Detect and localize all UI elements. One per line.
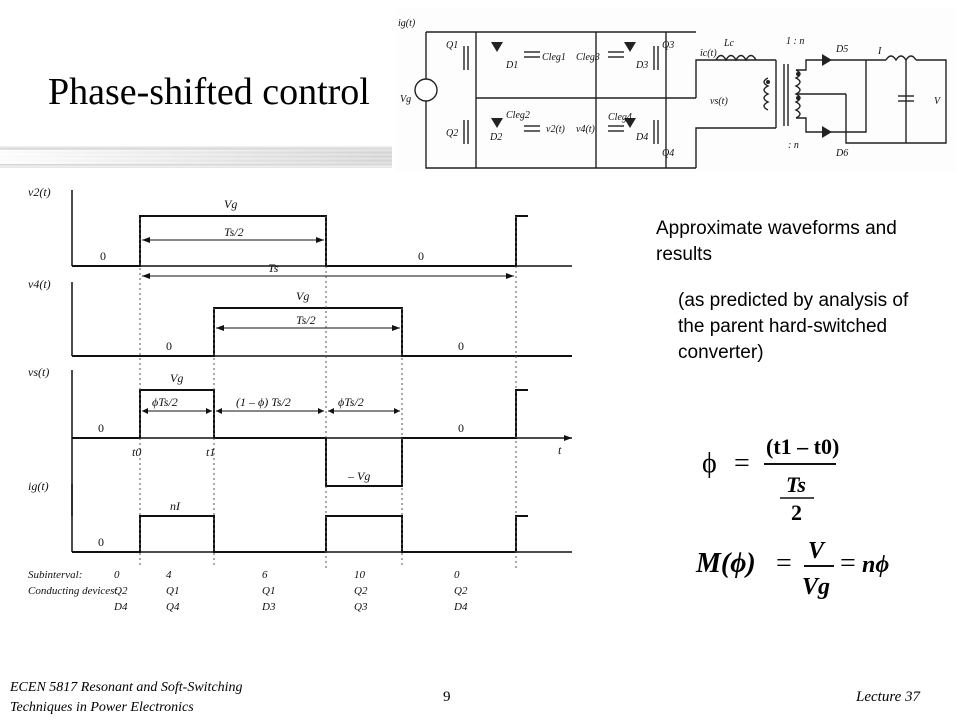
equation-m-frac-bottom: Vg [802,574,830,600]
circuit-label-q4: Q4 [662,148,674,159]
waveform-vs-zero-1: 0 [98,421,104,435]
table-subinterval-4: 0 [454,569,460,581]
waveform-label-v4: v4(t) [28,277,51,291]
circuit-label-d5: D5 [835,44,848,55]
waveform-v4-zero-1: 0 [166,339,172,353]
svg-text:=: = [840,548,856,579]
table-device-bottom-3: Q3 [354,601,368,613]
svg-text:=: = [734,448,750,479]
waveform-label-vs: vs(t) [28,365,49,379]
lecture-label: Lecture 37 [856,689,921,705]
waveform-ig-ni: nI [170,499,181,513]
note-text: (as predicted by analysis of the parent … [678,290,909,363]
slide-title: Phase-shifted control [48,71,370,113]
svg-text:=: = [776,548,792,579]
footer-course-line2: Techniques in Power Electronics [10,700,194,715]
table-subinterval-0: 0 [114,569,120,581]
equation-m-frac-top: V [808,538,826,564]
waveform-label-v2: v2(t) [28,185,51,199]
equation-phi: ϕ = (t1 – t0) Ts 2 [702,434,839,525]
circuit-label-d4: D4 [635,132,648,143]
circuit-label-ig: ig(t) [398,18,416,29]
equation-m: M(ϕ) = V Vg = nϕ [695,538,889,600]
decorative-title-underline-fade [0,150,392,164]
table-subinterval-1: 4 [166,569,172,581]
waveform-label-ig: ig(t) [28,479,49,493]
table-device-bottom-2: D3 [261,601,276,613]
circuit-label-v2: v2(t) [546,124,566,135]
table-subinterval-3: 10 [354,569,366,581]
circuit-label-i: I [877,46,882,57]
table-device-top-0: Q2 [114,585,128,597]
waveform-t0: t0 [132,445,141,459]
table-subinterval-2: 6 [262,569,268,581]
circuit-label-cleg4: Cleg4 [608,112,632,123]
waveform-diagram: v2(t) v4(t) vs(t) ig(t) t Vg Ts/2 Ts Vg … [28,185,572,613]
waveform-v4-vg: Vg [296,289,309,303]
circuit-label-v4: v4(t) [576,124,596,135]
waveform-v2-zero-2: 0 [418,249,424,263]
circuit-label-ratio: 1 : n [786,36,804,47]
equation-m-lhs: M(ϕ) [695,548,756,579]
circuit-label-d6: D6 [835,148,848,159]
equation-phi-den-top: Ts [786,472,806,497]
waveform-v4-zero-2: 0 [458,339,464,353]
table-device-top-1: Q1 [166,585,179,597]
circuit-label-ratio2: : n [788,140,799,151]
equation-phi-lhs: ϕ [702,448,717,479]
table-device-top-4: Q2 [454,585,468,597]
waveform-v4-ts-half: Ts/2 [296,313,316,327]
circuit-label-ic: ic(t) [700,48,717,59]
circuit-label-v: V [934,96,942,107]
waveform-v2-vg: Vg [224,197,237,211]
table-device-top-3: Q2 [354,585,368,597]
table-subinterval-label: Subinterval: [28,569,82,581]
footer-course-line1: ECEN 5817 Resonant and Soft-Switching [10,680,243,695]
description-text: Approximate waveforms and results [656,218,897,265]
waveform-phi-ts-half-2: ϕTs/2 [338,395,364,409]
footer-course: ECEN 5817 Resonant and Soft-Switching Te… [10,678,243,718]
waveform-phi-ts-half-1: ϕTs/2 [152,395,178,409]
waveform-one-minus-phi: (1 – ϕ) Ts/2 [236,395,291,409]
equation-phi-den-bottom: 2 [791,500,802,525]
circuit-label-d2: D2 [489,132,502,143]
waveform-vs-zero-2: 0 [458,421,464,435]
waveform-v2-ts-half: Ts/2 [224,225,244,239]
page-number: 9 [443,689,451,705]
waveform-t1: t1 [206,445,215,459]
waveform-vs-neg-vg: – Vg [347,469,370,483]
circuit-label-cleg3: Cleg3 [576,52,600,63]
waveform-ts: Ts [268,261,279,275]
table-device-bottom-0: D4 [113,601,128,613]
equation-phi-numerator: (t1 – t0) [766,434,839,459]
table-device-top-2: Q1 [262,585,275,597]
circuit-label-q2: Q2 [446,128,458,139]
circuit-label-vs: vs(t) [710,96,728,107]
circuit-label-q3: Q3 [662,40,674,51]
circuit-label-d3: D3 [635,60,648,71]
waveform-ig-zero: 0 [98,535,104,549]
circuit-label-cleg1: Cleg1 [542,52,566,63]
table-conducting-label: Conducting devices: [28,585,118,597]
circuit-label-q1: Q1 [446,40,458,51]
equation-m-rhs: nϕ [862,552,889,578]
circuit-label-d1: D1 [505,60,518,71]
table-device-bottom-1: Q4 [166,601,180,613]
waveform-v2-zero-1: 0 [100,249,106,263]
waveform-label-t: t [558,443,562,457]
table-device-bottom-4: D4 [453,601,468,613]
circuit-label-cleg2: Cleg2 [506,110,530,121]
waveform-vs-vg: Vg [170,371,183,385]
circuit-schematic: ig(t) Vg Q1 Q2 Q3 Q4 D1 D2 D3 D4 D5 D6 C… [396,8,956,172]
circuit-label-vg: Vg [400,94,411,105]
circuit-label-lc: Lc [723,38,735,49]
